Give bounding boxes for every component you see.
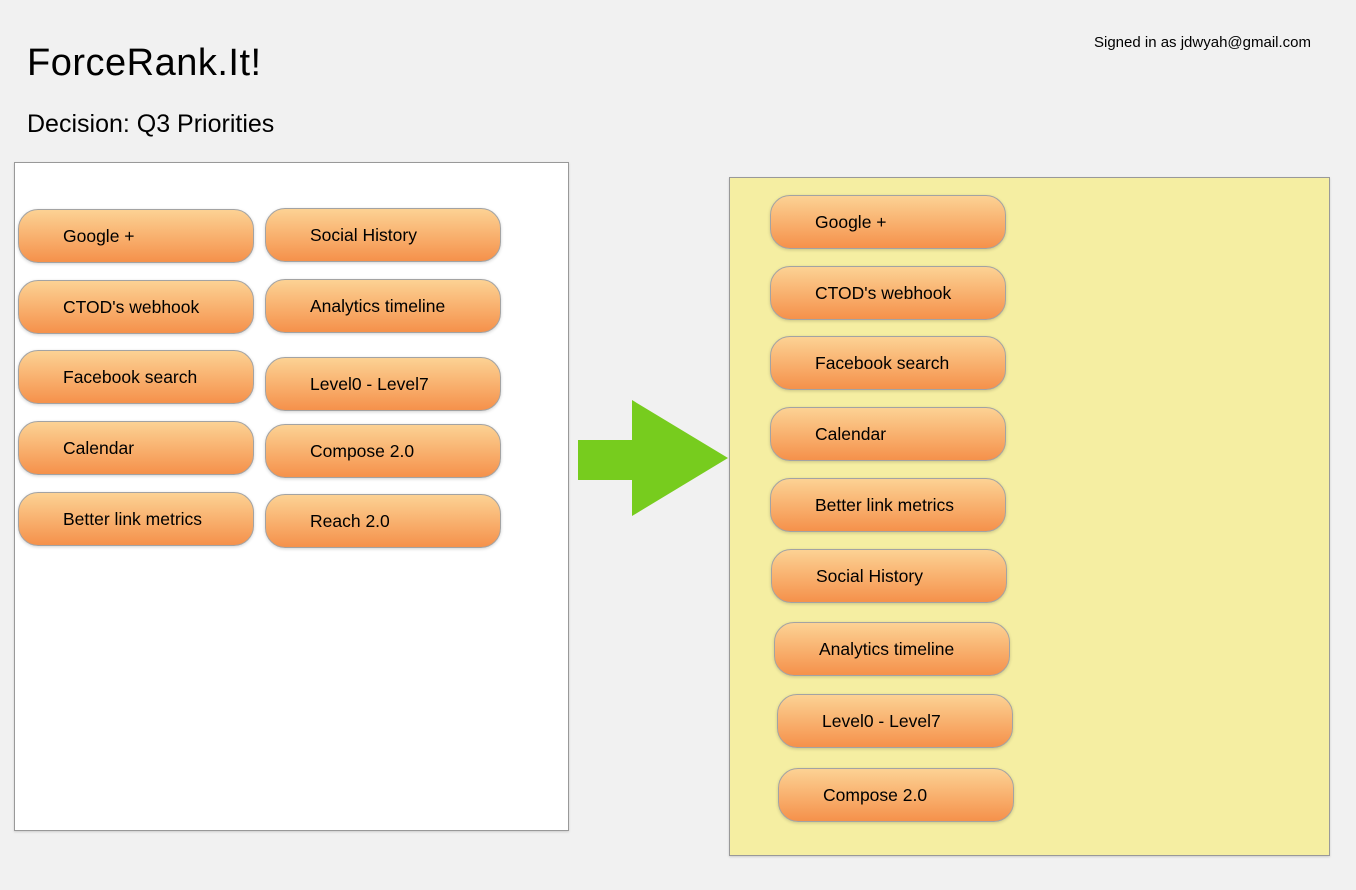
arrow-right-icon	[578, 400, 728, 516]
option-card[interactable]: CTOD's webhook	[770, 266, 1006, 320]
option-card[interactable]: Better link metrics	[770, 478, 1006, 532]
option-card[interactable]: Calendar	[18, 421, 254, 475]
option-card[interactable]: Analytics timeline	[265, 279, 501, 333]
option-card[interactable]: Facebook search	[18, 350, 254, 404]
option-card[interactable]: Level0 - Level7	[777, 694, 1013, 748]
option-card[interactable]: CTOD's webhook	[18, 280, 254, 334]
option-card[interactable]: Social History	[771, 549, 1007, 603]
option-card[interactable]: Compose 2.0	[265, 424, 501, 478]
option-card[interactable]: Google +	[18, 209, 254, 263]
option-card[interactable]: Reach 2.0	[265, 494, 501, 548]
option-card[interactable]: Facebook search	[770, 336, 1006, 390]
decision-title: Decision: Q3 Priorities	[27, 110, 275, 138]
option-card[interactable]: Calendar	[770, 407, 1006, 461]
app-title: ForceRank.It!	[27, 42, 262, 84]
option-card[interactable]: Google +	[770, 195, 1006, 249]
option-card[interactable]: Social History	[265, 208, 501, 262]
option-card[interactable]: Compose 2.0	[778, 768, 1014, 822]
option-card[interactable]: Level0 - Level7	[265, 357, 501, 411]
option-card[interactable]: Better link metrics	[18, 492, 254, 546]
option-card[interactable]: Analytics timeline	[774, 622, 1010, 676]
signed-in-status: Signed in as jdwyah@gmail.com	[1094, 34, 1311, 51]
